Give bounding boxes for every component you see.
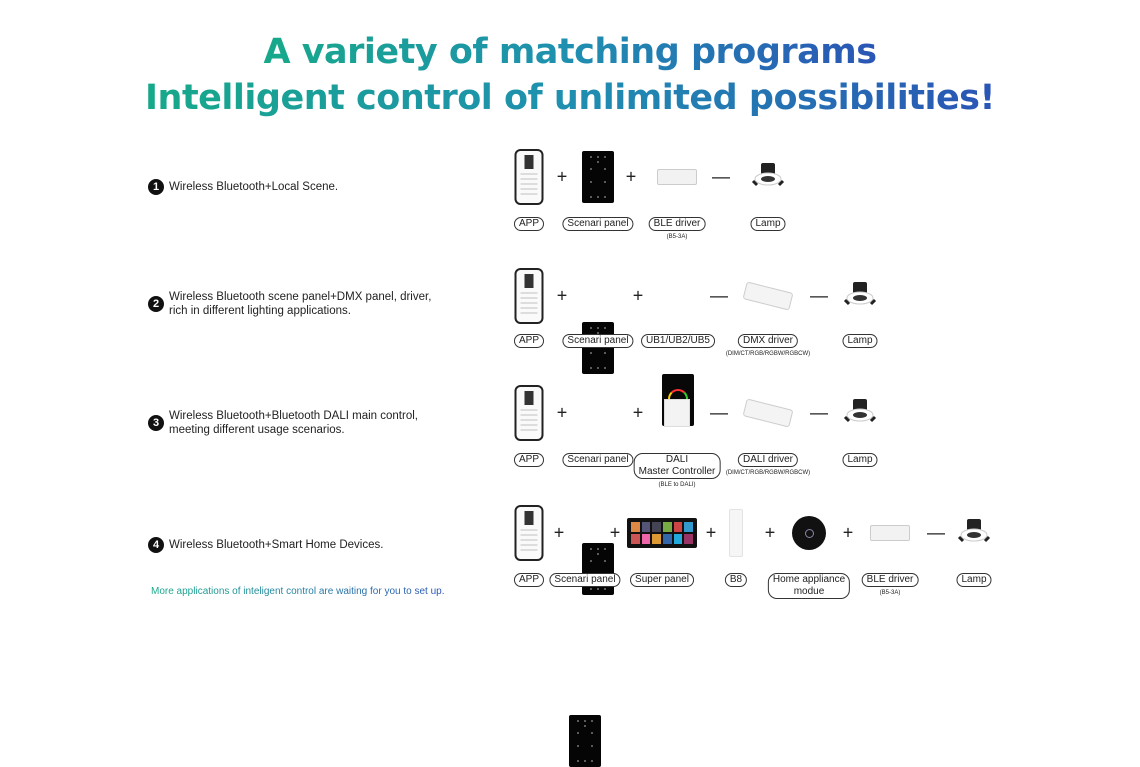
step-description-text: Wireless Bluetooth+Bluetooth DALI main c… <box>169 410 418 436</box>
component-label: BLE driver <box>648 217 706 231</box>
component-ble-driver: BLE driver (B5-3A) <box>861 573 919 596</box>
headline-line-2: Intelligent control of unlimited possibi… <box>145 78 995 118</box>
component-scenari-panel: Scenari panel <box>549 573 621 587</box>
step-number-badge: 4 <box>148 537 164 553</box>
component-app: APP <box>513 453 545 467</box>
lamp-icon <box>751 162 785 192</box>
component-label: APP <box>513 334 545 348</box>
phone-icon <box>514 149 544 205</box>
component-label: APP <box>513 217 545 231</box>
component-label: Lamp <box>956 573 992 587</box>
component-label: Scenari panel <box>562 453 634 467</box>
footer-note: More applications of inteligent control … <box>151 586 445 597</box>
step-1-description: 1 Wireless Bluetooth+Local Scene. <box>148 179 338 195</box>
component-dmx-driver: DMX driver (DIM/CT/RGB/RGBW/RGBCW) <box>726 334 810 357</box>
component-app: APP <box>513 217 545 231</box>
component-label: APP <box>513 573 545 587</box>
component-sublabel: (B5-3A) <box>879 590 901 596</box>
component-label: Super panel <box>630 573 694 587</box>
ble-icon <box>870 525 910 541</box>
dash-connector: — <box>710 285 728 306</box>
component-lamp: Lamp <box>956 573 992 587</box>
plus-icon: + <box>632 285 644 306</box>
step-description-text: Wireless Bluetooth scene panel+DMX panel… <box>169 291 432 317</box>
plus-icon: + <box>556 166 568 187</box>
phone-icon <box>514 385 544 441</box>
plus-icon: + <box>609 522 621 543</box>
step-number-badge: 1 <box>148 179 164 195</box>
dali-icon <box>664 399 690 427</box>
component-label: Scenari panel <box>549 573 621 587</box>
dash-connector: — <box>710 402 728 423</box>
component-label: Lamp <box>842 334 878 348</box>
component-label: UB1/UB2/UB5 <box>641 334 715 348</box>
dmx-icon <box>742 398 794 428</box>
component-label: APP <box>513 453 545 467</box>
phone-icon <box>514 268 544 324</box>
component-ub1-ub2-ub5: UB1/UB2/UB5 <box>641 334 715 348</box>
plus-icon: + <box>556 285 568 306</box>
component-scenari-panel: Scenari panel <box>562 217 634 231</box>
component-label: Lamp <box>750 217 786 231</box>
component-ble-driver: BLE driver (B5-3A) <box>648 217 706 240</box>
panel-icon <box>582 151 614 203</box>
plus-icon: + <box>556 402 568 423</box>
dash-connector: — <box>810 402 828 423</box>
dmx-icon <box>742 281 794 311</box>
component-super-panel: Super panel <box>630 573 694 587</box>
lamp-icon <box>843 398 877 428</box>
component-label: DMX driver <box>737 334 799 348</box>
plus-icon: + <box>625 166 637 187</box>
component-scenari-panel: Scenari panel <box>562 453 634 467</box>
ble-icon <box>657 169 697 185</box>
component-scenari-panel: Scenari panel <box>562 334 634 348</box>
headline-line-1: A variety of matching programs <box>263 32 877 72</box>
step-number-badge: 2 <box>148 296 164 312</box>
plus-icon: + <box>764 522 776 543</box>
b8-icon <box>729 509 743 557</box>
home-icon <box>792 516 826 550</box>
component-lamp: Lamp <box>842 334 878 348</box>
component-sublabel: (DIM/CT/RGB/RGBW/RGBCW) <box>725 470 811 476</box>
component-b8: B8 <box>724 573 748 587</box>
step-description-text: Wireless Bluetooth+Smart Home Devices. <box>169 539 384 551</box>
dash-connector: — <box>927 522 945 543</box>
component-label: Lamp <box>842 453 878 467</box>
component-label: BLE driver <box>861 573 919 587</box>
component-app: APP <box>513 573 545 587</box>
component-label: Scenari panel <box>562 217 634 231</box>
panel-icon <box>582 543 614 595</box>
step-4-description: 4 Wireless Bluetooth+Smart Home Devices. <box>148 537 383 553</box>
plus-icon: + <box>705 522 717 543</box>
component-lamp: Lamp <box>842 453 878 467</box>
component-sublabel: (B5-3A) <box>666 234 688 240</box>
component-sublabel: (BLE to DALI) <box>658 482 696 488</box>
step-3-description: 3 Wireless Bluetooth+Bluetooth DALI main … <box>148 409 449 437</box>
component-dali-driver: DALI driver (DIM/CT/RGB/RGBW/RGBCW) <box>726 453 810 476</box>
component-sublabel: (DIM/CT/RGB/RGBW/RGBCW) <box>725 351 811 357</box>
panel-icon <box>569 715 601 767</box>
plus-icon: + <box>842 522 854 543</box>
plus-icon: + <box>553 522 565 543</box>
lamp-icon <box>843 281 877 311</box>
step-number-badge: 3 <box>148 415 164 431</box>
component-app: APP <box>513 334 545 348</box>
step-description-text: Wireless Bluetooth+Local Scene. <box>169 181 339 193</box>
component-label: B8 <box>724 573 748 587</box>
lamp-icon <box>957 518 991 548</box>
dash-connector: — <box>810 285 828 306</box>
super-icon <box>627 518 697 548</box>
panel-icon <box>582 322 614 374</box>
phone-icon <box>514 505 544 561</box>
step-2-description: 2 Wireless Bluetooth scene panel+DMX pane… <box>148 290 449 318</box>
component-label: Scenari panel <box>562 334 634 348</box>
component-label: DALI driver <box>737 453 799 467</box>
dash-connector: — <box>712 166 730 187</box>
plus-icon: + <box>632 402 644 423</box>
component-lamp: Lamp <box>750 217 786 231</box>
